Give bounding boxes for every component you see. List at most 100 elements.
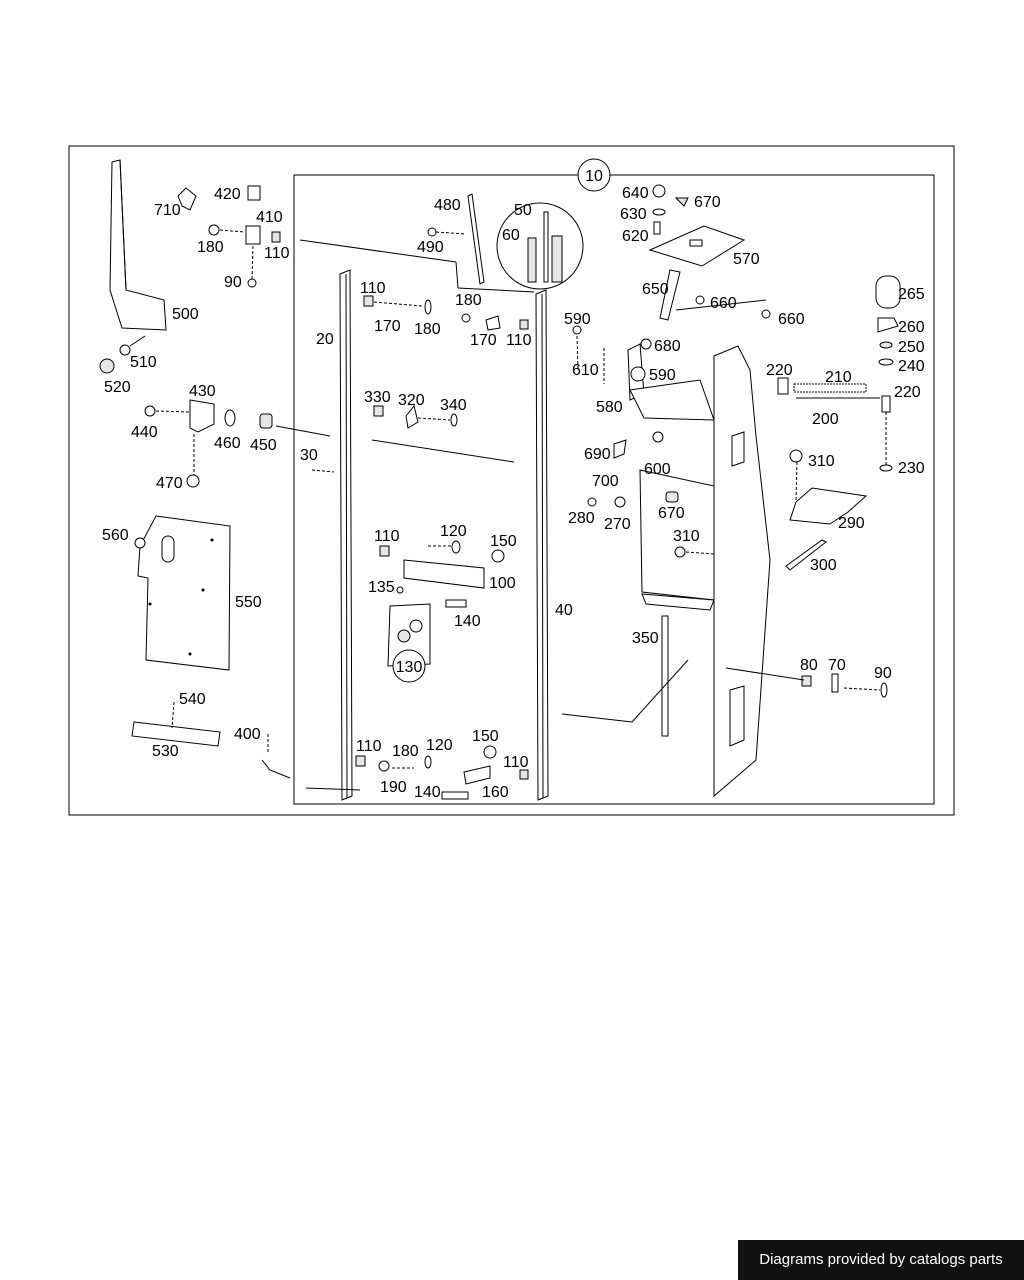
part-650-bracket-group: [572, 269, 771, 401]
callout-280: 280: [568, 510, 595, 527]
callout-700: 700: [592, 473, 619, 490]
callout-70: 70: [828, 657, 846, 674]
part-520-510-knob: [99, 335, 146, 374]
callout-150: 150: [490, 533, 517, 550]
footer-credit: Diagrams provided by catalogs parts: [738, 1240, 1024, 1280]
callout-265: 265: [898, 286, 925, 303]
callout-440: 440: [131, 424, 158, 441]
callout-80: 80: [800, 657, 818, 674]
callout-670: 670: [694, 194, 721, 211]
callout-710: 710: [154, 202, 181, 219]
callout-660: 660: [710, 295, 737, 312]
part-290-shelf: [785, 449, 868, 571]
callout-610: 610: [572, 362, 599, 379]
callout-60: 60: [502, 227, 520, 244]
callout-135: 135: [368, 579, 395, 596]
callout-label: 10: [585, 168, 603, 185]
part-350-strip: [561, 615, 689, 737]
callout-180: 180: [197, 239, 224, 256]
callout-220: 220: [894, 384, 921, 401]
callout-320: 320: [398, 392, 425, 409]
callout-10: 10: [577, 158, 611, 192]
callout-500: 500: [172, 306, 199, 323]
callout-100: 100: [489, 575, 516, 592]
callout-110: 110: [360, 280, 386, 297]
callout-120: 120: [426, 737, 453, 754]
callout-90: 90: [874, 665, 892, 682]
part-40-rail: [535, 289, 549, 801]
leader-line: [299, 239, 457, 263]
callout-310: 310: [808, 453, 835, 470]
callout-160: 160: [482, 784, 509, 801]
callout-180: 180: [455, 292, 482, 309]
callout-190: 190: [380, 779, 407, 796]
part-530-rail: [131, 701, 291, 779]
callout-530: 530: [152, 743, 179, 760]
callout-660: 660: [778, 311, 805, 328]
callout-50: 50: [514, 202, 532, 219]
part-500-side-panel: [109, 159, 167, 331]
callout-110: 110: [374, 528, 400, 545]
callout-110: 110: [503, 754, 529, 771]
inner-frame: [293, 174, 935, 805]
callout-430: 430: [189, 383, 216, 400]
callout-600: 600: [644, 461, 671, 478]
callout-200: 200: [812, 411, 839, 428]
part-30-screw: [311, 469, 335, 473]
callout-40: 40: [555, 602, 573, 619]
part-550-cover-plate: [134, 515, 231, 671]
callout-670: 670: [658, 505, 685, 522]
callout-470: 470: [156, 475, 183, 492]
leader-line: [455, 261, 459, 289]
callout-590: 590: [564, 311, 591, 328]
callout-400: 400: [234, 726, 261, 743]
callout-460: 460: [214, 435, 241, 452]
callout-340: 340: [440, 397, 467, 414]
callout-680: 680: [654, 338, 681, 355]
callout-310: 310: [673, 528, 700, 545]
callout-20: 20: [316, 331, 334, 348]
part-570-top-plate: [648, 184, 746, 267]
callout-170: 170: [374, 318, 401, 335]
callout-120: 120: [440, 523, 467, 540]
callout-240: 240: [898, 358, 925, 375]
callout-650: 650: [642, 281, 669, 298]
callout-580: 580: [596, 399, 623, 416]
callout-540: 540: [179, 691, 206, 708]
callout-140: 140: [454, 613, 481, 630]
callout-250: 250: [898, 339, 925, 356]
callout-690: 690: [584, 446, 611, 463]
leader-line: [457, 287, 535, 293]
detail-circle-50-60: [496, 202, 584, 290]
callout-510: 510: [130, 354, 157, 371]
part-670-600-fasteners: [587, 431, 715, 558]
leader-line: [305, 787, 361, 791]
callout-410: 410: [256, 209, 283, 226]
fastener-group-110-170-180-top: [363, 295, 529, 331]
fastener-group-320-330-340: [373, 404, 458, 429]
callout-260: 260: [898, 319, 925, 336]
callout-550: 550: [235, 594, 262, 611]
part-420-410-hinge-group: [208, 185, 281, 288]
callout-180: 180: [392, 743, 419, 760]
part-100-bracket-group: [379, 540, 505, 608]
callout-180: 180: [414, 321, 441, 338]
callout-110: 110: [356, 738, 382, 755]
callout-490: 490: [417, 239, 444, 256]
callout-570: 570: [733, 251, 760, 268]
callout-620: 620: [622, 228, 649, 245]
callout-110: 110: [264, 245, 290, 262]
part-430-bracket-group: [144, 399, 331, 488]
callout-330: 330: [364, 389, 391, 406]
callout-630: 630: [620, 206, 647, 223]
callout-170: 170: [470, 332, 497, 349]
outer-frame: [68, 145, 955, 816]
callout-300: 300: [810, 557, 837, 574]
callout-270: 270: [604, 516, 631, 533]
callout-230: 230: [898, 460, 925, 477]
callout-520: 520: [104, 379, 131, 396]
callout-30: 30: [300, 447, 318, 464]
callout-350: 350: [632, 630, 659, 647]
callout-140: 140: [414, 784, 441, 801]
